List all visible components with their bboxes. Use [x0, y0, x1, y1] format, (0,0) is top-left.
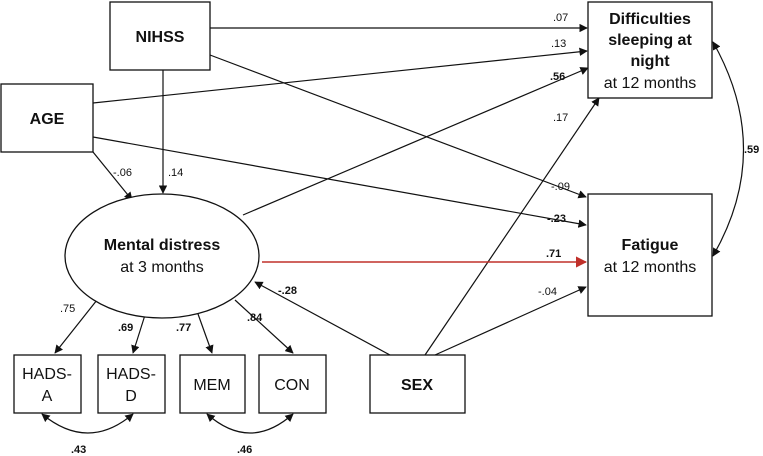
coef-cov-hads: .43	[71, 444, 86, 456]
coef-load-con: .84	[247, 312, 263, 324]
edge-load-mem	[197, 313, 214, 354]
node-hads-d: HADS- D	[97, 354, 166, 414]
node-sleep-line2: sleeping at	[608, 32, 692, 49]
node-fatigue-line2: at 12 months	[604, 259, 697, 276]
edge-sex-distress	[254, 281, 391, 356]
coef-nihss-sleep: .07	[553, 12, 568, 24]
coef-load-hads-a: .75	[60, 303, 75, 315]
node-fatigue-line1: Fatigue	[622, 237, 679, 254]
edge-nihss-fatigue	[209, 54, 587, 199]
node-age-label: AGE	[30, 111, 65, 128]
node-sex-label: SEX	[401, 377, 433, 394]
node-sex: SEX	[369, 354, 466, 414]
edge-cov-sleep-fatigue	[712, 41, 745, 257]
node-con: CON	[258, 354, 327, 414]
coef-distress-fatigue: .71	[546, 248, 561, 260]
coef-sex-distress: -.28	[278, 285, 297, 297]
node-hads-a-line1: HADS-	[22, 366, 72, 383]
node-mem: MEM	[179, 354, 246, 414]
edge-age-distress	[92, 151, 133, 201]
edge-age-fatigue	[92, 136, 587, 228]
node-distress-line2: at 3 months	[120, 259, 204, 276]
node-hads-d-line1: HADS-	[106, 366, 156, 383]
coef-nihss-distress: .14	[168, 167, 183, 179]
node-distress: Mental distress at 3 months	[64, 193, 260, 319]
node-sleep-line4: at 12 months	[604, 75, 697, 92]
coef-age-sleep: .13	[551, 38, 566, 50]
edge-cov-hads	[41, 413, 134, 434]
node-nihss: NIHSS	[109, 1, 211, 71]
node-mem-label: MEM	[193, 377, 230, 394]
edge-sex-fatigue	[434, 286, 587, 356]
edge-age-sleep	[92, 47, 588, 104]
node-hads-d-line2: D	[125, 388, 137, 405]
coef-age-fatigue: -.23	[547, 213, 566, 225]
node-con-label: CON	[274, 377, 310, 394]
node-sleep-line3: night	[630, 53, 670, 70]
edge-distress-sleep	[242, 67, 589, 216]
node-sleep: Difficulties sleeping at night at 12 mon…	[587, 1, 713, 99]
edge-load-con	[234, 299, 294, 354]
coef-sleep-fatigue: .59	[744, 144, 759, 156]
coef-nihss-fatigue: -.09	[551, 181, 570, 193]
node-fatigue: Fatigue at 12 months	[587, 193, 713, 317]
edge-cov-mem-con	[206, 413, 294, 434]
edge-load-hads-d	[131, 314, 146, 354]
coef-sex-fatigue: -.04	[538, 286, 557, 298]
coef-load-hads-d: .69	[118, 322, 133, 334]
node-nihss-label: NIHSS	[136, 29, 185, 46]
coef-cov-mem-con: .46	[237, 444, 252, 456]
node-sleep-line1: Difficulties	[609, 11, 691, 28]
node-hads-a-line2: A	[42, 388, 53, 405]
coef-load-mem: .77	[176, 322, 191, 334]
node-distress-line1: Mental distress	[104, 237, 221, 254]
node-age: AGE	[0, 83, 94, 153]
coef-sex-sleep: .17	[553, 112, 568, 124]
edge-load-hads-a	[54, 299, 98, 354]
edge-sex-sleep	[424, 97, 600, 356]
node-hads-a: HADS- A	[13, 354, 82, 414]
coef-age-distress: -.06	[113, 167, 132, 179]
coef-distress-sleep: .56	[550, 71, 565, 83]
